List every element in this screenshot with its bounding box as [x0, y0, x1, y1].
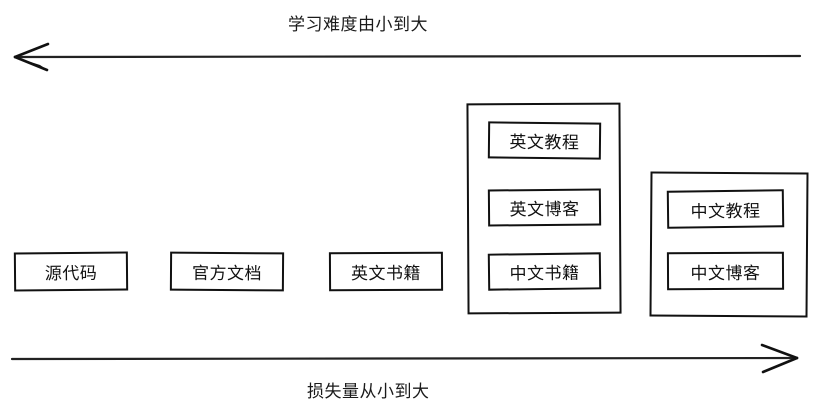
node-label: 中文博客 [690, 263, 761, 283]
top-axis-label: 学习难度由小到大 [288, 15, 428, 34]
node-box-english-tutorial[interactable]: 英文教程 [487, 121, 602, 160]
node-label: 英文博客 [509, 199, 580, 220]
node-label: 官方文档 [191, 263, 263, 284]
node-box-chinese-books[interactable]: 中文书籍 [487, 252, 602, 291]
node-box-source-code[interactable]: 源代码 [13, 251, 129, 292]
node-box-official-docs[interactable]: 官方文档 [169, 251, 285, 292]
node-label: 中文书籍 [509, 263, 580, 284]
bottom-axis-label: 损失量从小到大 [307, 382, 430, 401]
node-box-english-blog[interactable]: 英文博客 [487, 188, 602, 227]
node-label: 英文书籍 [350, 263, 422, 284]
node-box-chinese-tutorial[interactable]: 中文教程 [666, 189, 785, 229]
arrow-left-icon [13, 42, 802, 72]
node-label: 中文教程 [690, 201, 761, 221]
arrow-right-icon [10, 343, 799, 374]
node-label: 源代码 [44, 263, 98, 284]
node-label: 英文教程 [509, 132, 580, 153]
node-box-english-books[interactable]: 英文书籍 [328, 251, 444, 292]
node-box-chinese-blog[interactable]: 中文博客 [666, 251, 785, 291]
